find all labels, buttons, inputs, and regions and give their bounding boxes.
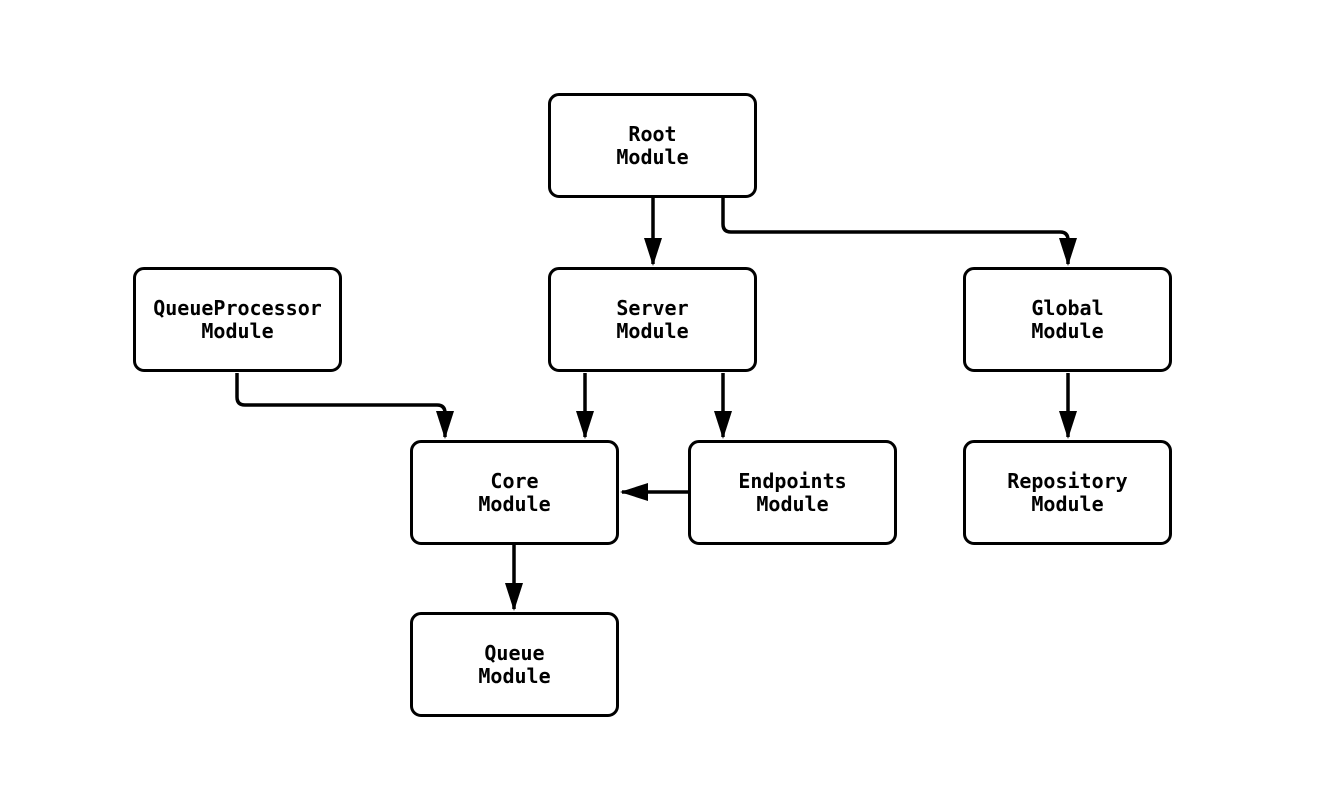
node-label-line2: Module xyxy=(756,491,829,516)
node-label-line1: Root xyxy=(628,121,677,146)
node-label-line2: Module xyxy=(1031,491,1104,516)
node-label-line2: Module xyxy=(1031,318,1104,343)
edge-queueprocessor-to-core xyxy=(235,373,454,439)
node-label-line1: QueueProcessor xyxy=(153,295,322,320)
node-label-line2: Module xyxy=(478,491,551,516)
node-root-module: Root Module xyxy=(548,93,757,198)
node-queue-module: Queue Module xyxy=(410,612,619,717)
node-label-line2: Module xyxy=(616,318,689,343)
node-queueprocessor-module: QueueProcessor Module xyxy=(133,267,342,372)
node-label-line2: Module xyxy=(616,144,689,169)
node-label-line1: Queue xyxy=(484,640,545,665)
edge-root-to-global xyxy=(721,198,1077,266)
node-global-module: Global Module xyxy=(963,267,1172,372)
node-endpoints-module: Endpoints Module xyxy=(688,440,897,545)
node-repository-module: Repository Module xyxy=(963,440,1172,545)
node-label-line1: Endpoints xyxy=(738,468,847,493)
node-core-module: Core Module xyxy=(410,440,619,545)
node-label-line1: Repository xyxy=(1007,468,1128,493)
node-label-line1: Server xyxy=(616,295,689,320)
node-label-line2: Module xyxy=(478,663,551,688)
node-label-line1: Global xyxy=(1031,295,1104,320)
node-label-line1: Core xyxy=(490,468,539,493)
node-server-module: Server Module xyxy=(548,267,757,372)
node-label-line2: Module xyxy=(201,318,274,343)
